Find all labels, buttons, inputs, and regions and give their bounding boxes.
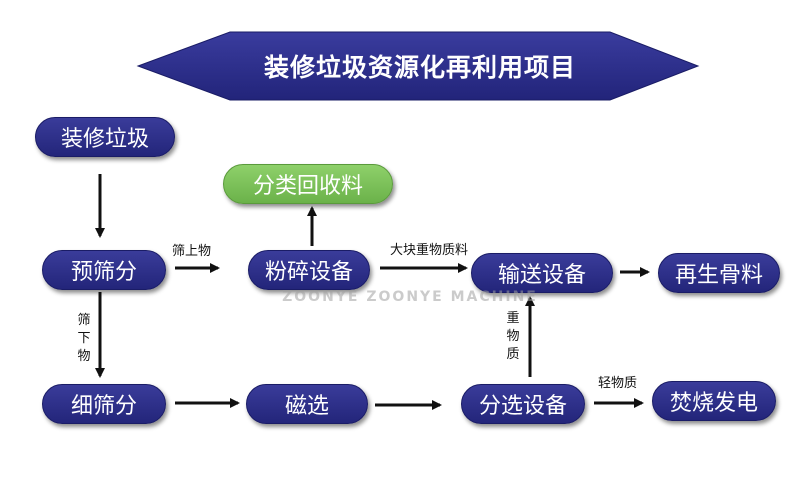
edge-label-undersize: 筛下物 <box>77 313 91 364</box>
node-recycled-aggregate: 再生骨料 <box>658 253 780 293</box>
node-pre-screening: 预筛分 <box>42 250 166 290</box>
node-sorting-recycle: 分类回收料 <box>223 164 393 204</box>
edge-label-light: 轻物质 <box>598 376 638 391</box>
title-banner <box>136 31 700 101</box>
edge-label-large-heavy: 大块重物质料 <box>390 243 469 258</box>
page-title: 装修垃圾资源化再利用项目 <box>263 53 576 82</box>
node-crushing-equipment: 粉碎设备 <box>248 250 370 290</box>
node-conveying-equipment: 输送设备 <box>471 253 613 293</box>
node-sorting-equipment: 分选设备 <box>461 384 585 424</box>
node-fine-screening: 细筛分 <box>42 384 166 424</box>
edge-label-oversize: 筛上物 <box>172 244 212 259</box>
edge-label-heavy: 重物质 <box>506 311 520 362</box>
node-incineration-power: 焚烧发电 <box>652 381 776 421</box>
node-magnetic-separation: 磁选 <box>246 384 368 424</box>
watermark: ZOONYE ZOONYE MACHINE <box>282 289 538 305</box>
node-decoration-waste: 装修垃圾 <box>35 117 175 157</box>
